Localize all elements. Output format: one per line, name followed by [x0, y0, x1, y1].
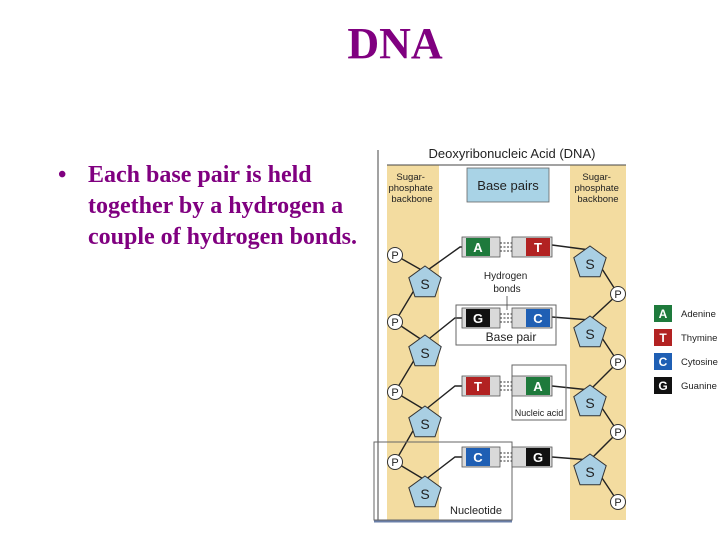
legend-swatch — [654, 377, 672, 394]
legend-letter: G — [658, 379, 667, 393]
phosphate-label: P — [614, 497, 621, 509]
sugar-label: S — [585, 464, 594, 480]
base-group: A T G C T A C G — [461, 236, 553, 468]
base-pairs-header — [466, 167, 550, 203]
right-base-swatch — [526, 238, 550, 256]
phosphate-circle — [387, 454, 403, 470]
legend-swatch — [654, 329, 672, 346]
phosphate-circle — [610, 286, 626, 302]
legend-name: Adenine — [681, 309, 716, 320]
sugar-pentagon — [408, 334, 442, 367]
left-backbone-label-line: backbone — [391, 194, 432, 205]
bullet-text: Each base pair is held together by a hyd… — [88, 162, 357, 250]
sugar-label: S — [420, 276, 429, 292]
sugar-group: S S S S S S S S — [408, 245, 607, 508]
left-backbone-label-line: Sugar- — [396, 172, 425, 183]
phosphate-label: P — [614, 289, 621, 301]
slide-title: DNA — [347, 19, 443, 68]
left-base-letter: G — [473, 311, 483, 326]
right-backbone-label: Sugar- phosphate backbone — [574, 172, 621, 205]
sugar-label: S — [420, 345, 429, 361]
right-base-letter: G — [533, 450, 543, 465]
legend-letter: A — [659, 307, 668, 321]
sugar-pentagon — [573, 453, 607, 486]
legend-swatch — [654, 305, 672, 322]
base-pair-box — [455, 304, 557, 346]
sugar-pentagon — [573, 315, 607, 348]
right-base-letter: T — [534, 240, 542, 255]
sugar-label: S — [585, 326, 594, 342]
phosphate-circle — [610, 424, 626, 440]
nucleic-acid-label: Nucleic acid — [515, 408, 564, 418]
phosphate-label: P — [391, 457, 398, 469]
nucleotide-box — [373, 441, 513, 521]
phosphate-group: P P P P P P P P — [387, 247, 626, 510]
legend-letter: T — [659, 331, 667, 345]
sugar-pentagon — [408, 265, 442, 298]
phosphate-circle — [610, 354, 626, 370]
legend-name: Thymine — [681, 333, 717, 344]
left-backbone-label: Sugar- phosphate backbone — [388, 172, 435, 205]
left-base-letter: T — [474, 379, 482, 394]
right-base-swatch — [526, 448, 550, 466]
left-base-swatch — [466, 309, 490, 327]
sugar-label: S — [420, 486, 429, 502]
phosphate-label: P — [391, 387, 398, 399]
sugar-label: S — [420, 416, 429, 432]
base-pair-label: Base pair — [486, 330, 537, 344]
hydrogen-bonds-label-line: bonds — [493, 284, 520, 295]
right-base-swatch — [526, 309, 550, 327]
right-base-letter: C — [533, 311, 543, 326]
base-pairs-header-label: Base pairs — [477, 178, 539, 193]
sugar-label: S — [585, 395, 594, 411]
phosphate-circle — [387, 384, 403, 400]
phosphate-circle — [387, 247, 403, 263]
phosphate-label: P — [614, 357, 621, 369]
sugar-pentagon — [408, 475, 442, 508]
legend-name: Cytosine — [681, 357, 718, 368]
left-base-letter: A — [473, 240, 483, 255]
left-base-swatch — [466, 238, 490, 256]
hydrogen-bonds-label-line: Hydrogen — [484, 271, 527, 282]
legend-letter: C — [659, 355, 668, 369]
left-base-swatch — [466, 377, 490, 395]
phosphate-label: P — [391, 250, 398, 262]
phosphate-label: P — [391, 317, 398, 329]
sugar-pentagon — [408, 405, 442, 438]
phosphate-circle — [387, 314, 403, 330]
sugar-pentagon — [573, 384, 607, 417]
hydrogen-bonds-label: Hydrogen bonds — [484, 271, 530, 295]
right-backbone-label-line: backbone — [577, 194, 618, 205]
legend-swatch — [654, 353, 672, 370]
sugar-pentagon — [573, 245, 607, 278]
left-base-letter: C — [473, 450, 483, 465]
right-backbone-label-line: phosphate — [574, 183, 618, 194]
figure-title: Deoxyribonucleic Acid (DNA) — [429, 146, 596, 161]
bullet-marker: • — [58, 162, 67, 188]
right-backbone-label-line: Sugar- — [582, 172, 611, 183]
nucleotide-label: Nucleotide — [450, 505, 502, 517]
legend-name: Guanine — [681, 381, 717, 392]
right-base-swatch — [526, 377, 550, 395]
phosphate-circle — [610, 494, 626, 510]
right-base-letter: A — [533, 379, 543, 394]
phosphate-label: P — [614, 427, 621, 439]
sugar-label: S — [585, 256, 594, 272]
left-backbone-label-line: phosphate — [388, 183, 432, 194]
left-base-swatch — [466, 448, 490, 466]
